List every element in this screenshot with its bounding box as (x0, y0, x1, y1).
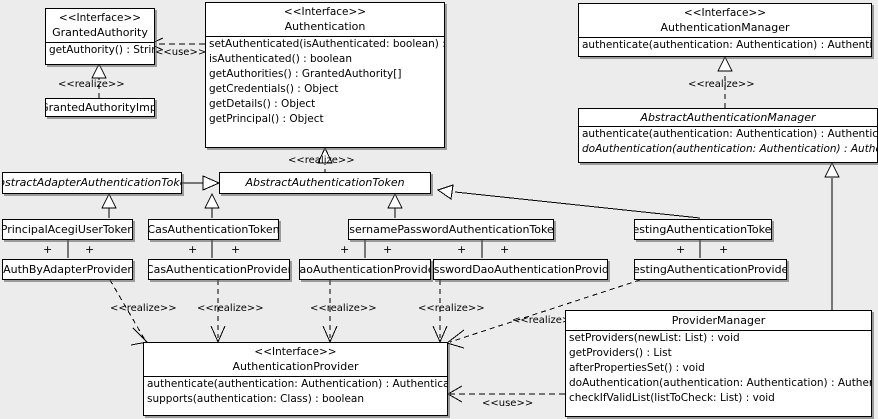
method-item: authenticate(authentication: Authenticat… (147, 378, 448, 390)
class-name: AbstractAuthenticationToken (245, 176, 405, 189)
class-name: AbstractAuthenticationManager (640, 111, 816, 124)
method-item: setAuthenticated(isAuthenticated: boolea… (209, 38, 444, 50)
method-item: supports(authentication: Class) : boolea… (147, 393, 364, 405)
method-item: getCredentials() : Object (209, 83, 339, 95)
compartment-separator (579, 37, 871, 38)
label-realize-abstract-authentication-token: <<realize>> (288, 155, 355, 166)
association-plus-marker: + (188, 243, 198, 256)
class-header: <<Interface>> AuthenticationProvider (144, 343, 447, 376)
class-name: AuthenticationProvider (232, 360, 359, 373)
label-realize-auth-by-adapter-provider: <<realize>> (110, 303, 177, 314)
class-box-password-dao-authentication-provider[interactable]: PasswordDaoAuthenticationProvider (433, 259, 608, 280)
association-plus-marker: + (383, 243, 393, 256)
association-plus-marker: + (500, 243, 510, 256)
class-box-provider-manager[interactable]: ProviderManager setProviders(newList: Li… (565, 310, 872, 417)
class-name: AuthenticationManager (660, 21, 790, 34)
class-box-username-password-authentication-token[interactable]: UsernamePasswordAuthenticationToken (348, 219, 554, 240)
compartment-separator (206, 36, 444, 37)
label-realize-testing-authentication-provider: <<realize>> (512, 315, 579, 326)
method-item: checkIfValidList(listToCheck: List) : vo… (569, 392, 775, 404)
compartment-separator (144, 376, 447, 377)
class-name: PrincipalAcegiUserToken (2, 222, 133, 236)
class-box-abstract-adapter-authentication-token[interactable]: AbstractAdapterAuthenticationToken (2, 172, 182, 194)
association-plus-marker: + (43, 243, 53, 256)
association-plus-marker: + (85, 243, 95, 256)
class-box-auth-by-adapter-provider[interactable]: AuthByAdapterProvider (2, 259, 133, 280)
method-item: getAuthorities() : GrantedAuthority[] (209, 68, 402, 80)
label-realize-dao-authentication-provider: <<realize>> (310, 303, 377, 314)
class-name: DaoAuthenticationProvider (299, 262, 430, 276)
association-plus-marker: + (719, 243, 729, 256)
class-box-granted-authority-impl[interactable]: GrantedAuthorityImpl (45, 98, 155, 117)
class-name: CasAuthenticationToken (148, 222, 279, 236)
class-name: PasswordDaoAuthenticationProvider (433, 262, 607, 276)
class-name: GrantedAuthority (52, 26, 148, 39)
class-name: ProviderManager (671, 314, 766, 327)
class-header: <<Interface>> GrantedAuthority (46, 9, 154, 42)
method-item: isAuthenticated() : boolean (209, 53, 352, 65)
class-box-authentication-provider[interactable]: <<Interface>> AuthenticationProvider aut… (143, 342, 448, 416)
class-name: TestingAuthenticationProvider (634, 262, 787, 276)
association-plus-marker: + (676, 243, 686, 256)
class-name: GrantedAuthorityImpl (45, 100, 155, 114)
class-box-testing-authentication-token[interactable]: TestingAuthenticationToken (634, 219, 772, 240)
class-box-cas-authentication-token[interactable]: CasAuthenticationToken (148, 219, 279, 240)
class-box-granted-authority[interactable]: <<Interface>> GrantedAuthority getAuthor… (45, 8, 155, 65)
class-header: <<Interface>> AuthenticationManager (579, 4, 871, 37)
class-name: AuthByAdapterProvider (3, 262, 132, 276)
class-name: UsernamePasswordAuthenticationToken (348, 222, 554, 236)
method-item: getDetails() : Object (209, 98, 316, 110)
association-plus-marker: + (231, 243, 241, 256)
label-realize-password-dao-authentication-provider: <<realize>> (418, 303, 485, 314)
class-box-authentication[interactable]: <<Interface>> Authentication setAuthenti… (205, 2, 445, 148)
method-item: getProviders() : List (569, 347, 672, 359)
stereotype-label: <<Interface>> (58, 12, 142, 24)
method-item: getAuthority() : String (49, 44, 155, 56)
compartment-separator (566, 330, 871, 331)
class-header: ProviderManager (566, 311, 871, 330)
method-compartment: authenticate(authentication: Authenticat… (579, 127, 877, 157)
association-plus-marker: + (340, 243, 350, 256)
class-box-abstract-authentication-manager[interactable]: AbstractAuthenticationManager authentica… (578, 108, 878, 163)
class-name: AbstractAdapterAuthenticationToken (3, 176, 181, 189)
class-box-cas-authentication-provider[interactable]: CasAuthenticationProvider (148, 259, 290, 280)
stereotype-label: <<Interface>> (683, 7, 767, 19)
association-plus-marker: + (457, 243, 467, 256)
method-item: doAuthentication(authentication: Authent… (569, 377, 871, 389)
class-box-testing-authentication-provider[interactable]: TestingAuthenticationProvider (634, 259, 787, 280)
label-realize-granted-authority-impl: <<realize>> (58, 79, 125, 90)
class-name: TestingAuthenticationToken (634, 222, 772, 236)
compartment-separator (579, 126, 877, 127)
label-realize-cas-authentication-provider: <<realize>> (197, 303, 264, 314)
label-use-provider-manager-authentication-provider: <<use>> (482, 398, 534, 409)
method-item: getPrincipal() : Object (209, 113, 324, 125)
stereotype-label: <<Interface>> (283, 6, 367, 18)
method-compartment: getAuthority() : String (46, 43, 154, 58)
method-item: authenticate(authentication: Authenticat… (582, 39, 872, 51)
class-box-dao-authentication-provider[interactable]: DaoAuthenticationProvider (299, 259, 431, 280)
label-realize-abstract-authentication-manager: <<realize>> (688, 79, 755, 90)
method-compartment: setAuthenticated(isAuthenticated: boolea… (206, 37, 444, 127)
class-box-authentication-manager[interactable]: <<Interface>> AuthenticationManager auth… (578, 3, 872, 57)
class-box-principal-acegi-user-token[interactable]: PrincipalAcegiUserToken (2, 219, 133, 240)
class-header: AbstractAuthenticationManager (579, 109, 877, 126)
method-item: doAuthentication(authentication: Authent… (582, 143, 877, 155)
class-name: Authentication (284, 20, 366, 33)
class-header: <<Interface>> Authentication (206, 3, 444, 36)
method-compartment: authenticate(authentication: Authenticat… (144, 377, 447, 407)
stereotype-label: <<Interface>> (254, 346, 337, 358)
method-item: authenticate(authentication: Authenticat… (582, 128, 878, 140)
method-item: setProviders(newList: List) : void (569, 332, 740, 344)
method-compartment: authenticate(authentication: Authenticat… (579, 38, 871, 53)
method-item: afterPropertiesSet() : void (569, 362, 705, 374)
class-box-abstract-authentication-token[interactable]: AbstractAuthenticationToken (219, 172, 431, 194)
class-name: CasAuthenticationProvider (148, 262, 290, 276)
label-use-authentication-granted-authority: <<use>> (155, 47, 207, 58)
method-compartment: setProviders(newList: List) : void getPr… (566, 331, 871, 406)
compartment-separator (46, 42, 154, 43)
